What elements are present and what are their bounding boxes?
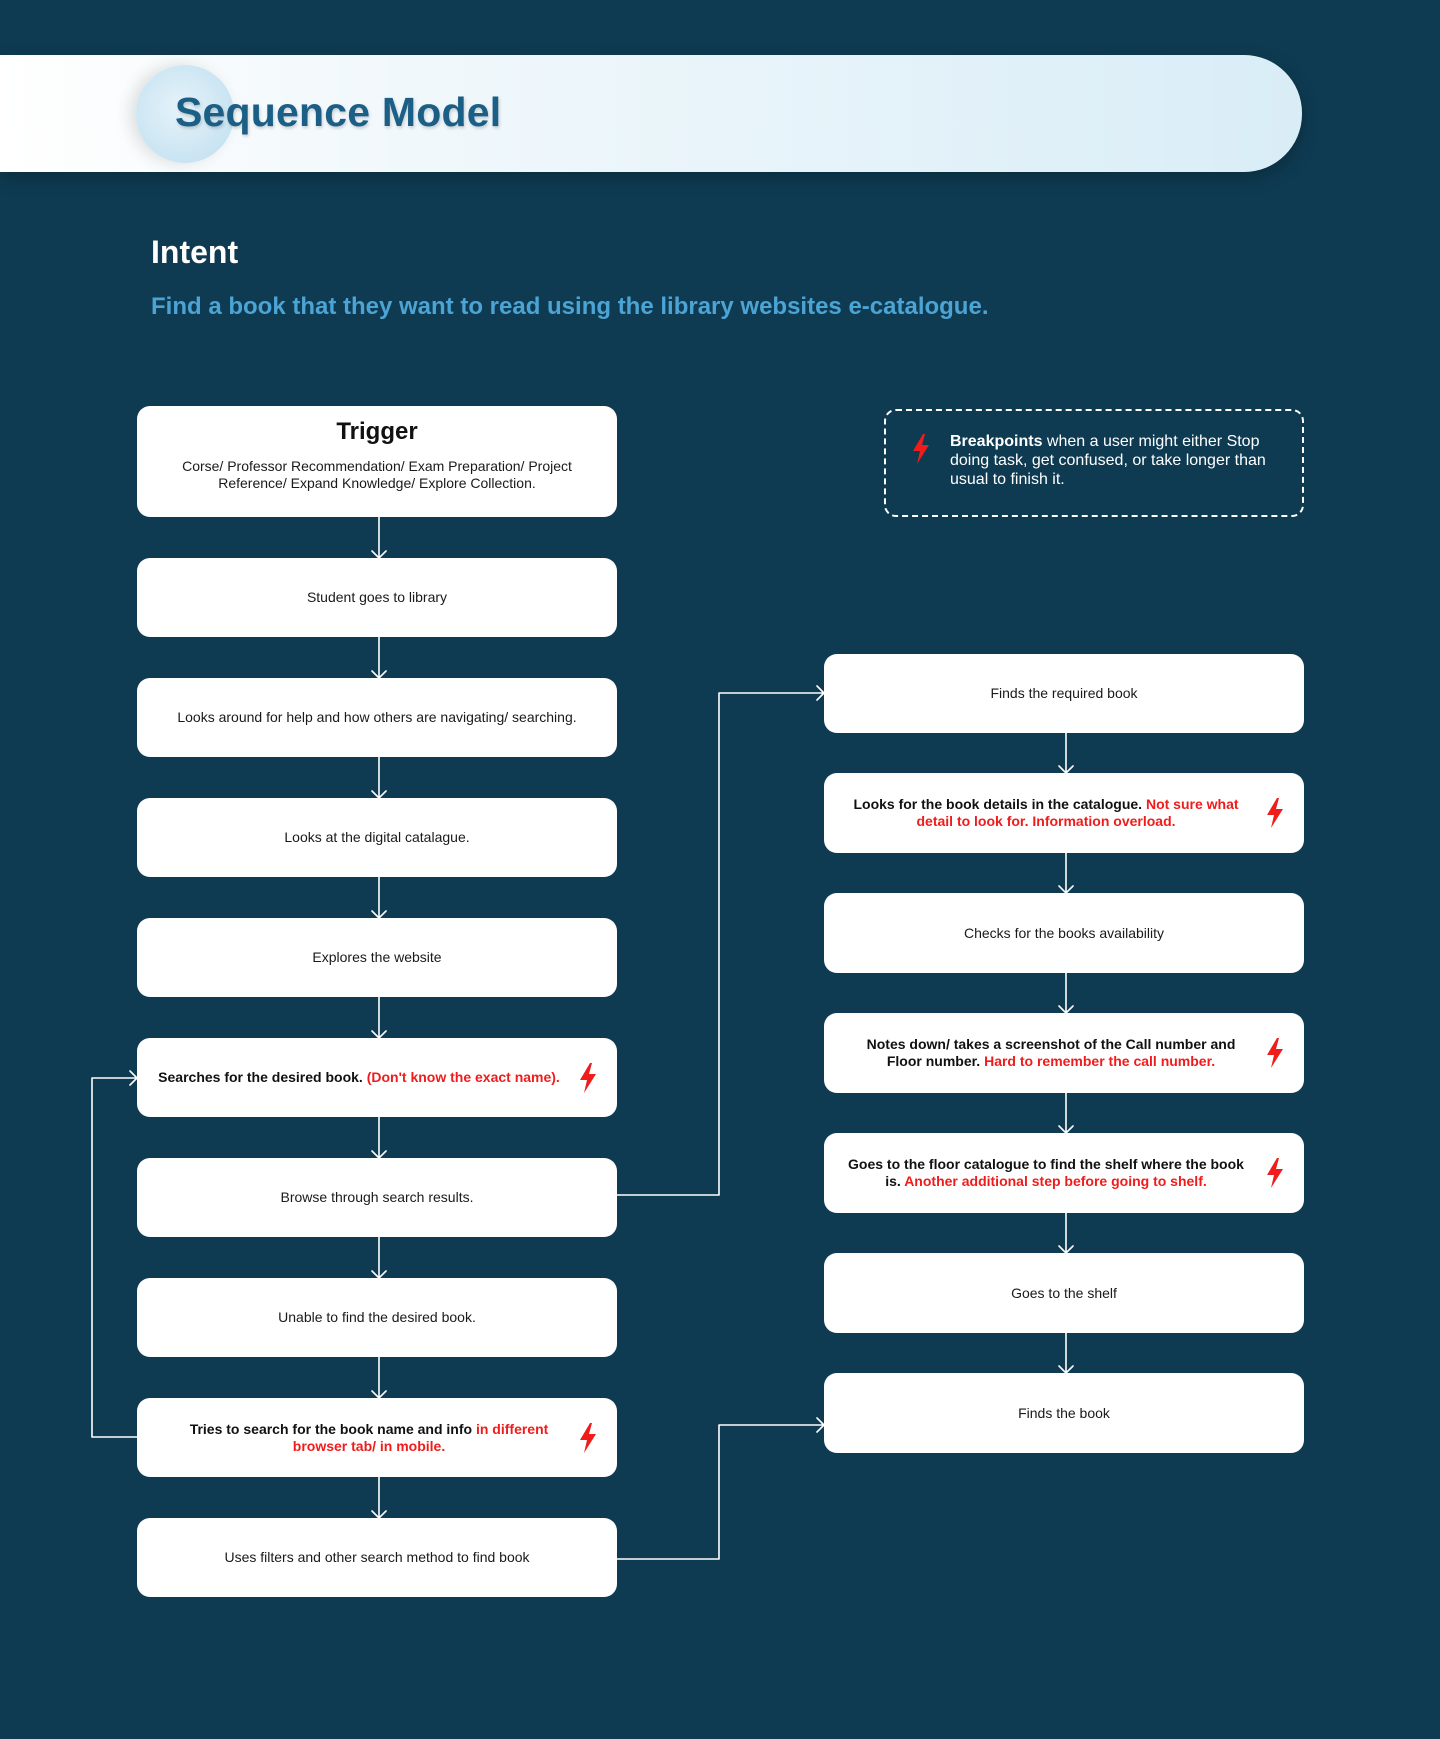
step-checks-availability: Checks for the books availability xyxy=(824,893,1304,973)
arrow-step-14-to-step-15 xyxy=(1058,1212,1074,1254)
step-browse-search-results: Browse through search results. xyxy=(137,1158,617,1237)
legend-title: Breakpoints xyxy=(950,433,1043,450)
lightning-bolt-icon xyxy=(580,1062,596,1093)
arrow-step-4-to-step-5 xyxy=(371,996,387,1039)
legend-description: when a user might either Stop doing task… xyxy=(950,433,1266,488)
step-breakpoint-text: in different browser tab/ in mobile. xyxy=(292,1420,549,1454)
arrow-step-8-to-step-9 xyxy=(371,1476,387,1519)
step-label: Finds the required book xyxy=(990,685,1138,701)
banner-circle-decoration xyxy=(136,65,234,163)
step-looks-around-for-help: Looks around for help and how others are… xyxy=(137,678,617,757)
arrow-step-7-to-step-8 xyxy=(371,1356,387,1399)
step-breakpoint-text: (Don't know the exact name). xyxy=(366,1069,560,1085)
step-unable-to-find-book: Unable to find the desired book. xyxy=(137,1278,617,1357)
intent-heading: Intent xyxy=(151,234,239,270)
step-bold-text: Notes down/ takes a screenshot of the Ca… xyxy=(866,1036,1236,1069)
arrow-step-5-to-step-6 xyxy=(371,1116,387,1159)
step-label: Unable to find the desired book. xyxy=(278,1309,476,1325)
arrow-step-6-to-step-7 xyxy=(371,1236,387,1279)
step-label: Goes to the shelf xyxy=(1011,1284,1117,1301)
step-uses-filters: Uses filters and other search method to … xyxy=(137,1518,617,1597)
arrow-step-3-to-step-4 xyxy=(371,876,387,919)
branch-arrow-step-6-to-step-10 xyxy=(616,685,825,1196)
arrow-step-12-to-step-13 xyxy=(1058,972,1074,1014)
arrow-step-10-to-step-11 xyxy=(1058,732,1074,774)
step-label: Student goes to library xyxy=(306,589,448,605)
step-goes-to-floor-catalogue: Goes to the floor catalogue to find the … xyxy=(824,1133,1304,1213)
breakpoints-legend: Breakpoints when a user might either Sto… xyxy=(884,409,1304,517)
lightning-bolt-icon xyxy=(1267,1038,1283,1068)
step-finds-the-book: Finds the book xyxy=(824,1373,1304,1453)
step-breakpoint-text: Another additional step before going to … xyxy=(904,1173,1207,1189)
step-label: Explores the website xyxy=(312,949,442,965)
step-finds-required-book: Finds the required book xyxy=(824,654,1304,733)
legend-text: Breakpoints when a user might either Sto… xyxy=(950,432,1290,489)
step-goes-to-shelf: Goes to the shelf xyxy=(824,1253,1304,1333)
step-label: Checks for the books availability xyxy=(964,924,1164,941)
trigger-description: Corse/ Professor Recommendation/ Exam Pr… xyxy=(182,458,572,491)
step-student-goes-to-library: Student goes to library xyxy=(137,558,617,637)
header-banner: Sequence Model xyxy=(0,55,1302,172)
step-breakpoint-text: Not sure what detail to look for. Inform… xyxy=(916,796,1239,829)
step-tries-different-tab: Tries to search for the book name and in… xyxy=(137,1398,617,1477)
arrow-step-15-to-step-16 xyxy=(1058,1332,1074,1374)
step-looks-at-digital-catalogue: Looks at the digital catalague. xyxy=(137,798,617,877)
arrow-step-1-to-step-2 xyxy=(371,636,387,679)
step-label: Tries to search for the book name and in… xyxy=(177,1421,561,1455)
step-looks-for-book-details: Looks for the book details in the catalo… xyxy=(824,773,1304,853)
step-label: Finds the book xyxy=(1018,1404,1110,1421)
lightning-bolt-icon xyxy=(1267,1158,1283,1188)
step-label: Looks for the book details in the catalo… xyxy=(844,796,1248,830)
step-searches-desired-book: Searches for the desired book. (Don't kn… xyxy=(137,1038,617,1117)
step-label: Looks around for help and how others are… xyxy=(177,709,577,725)
arrow-step-13-to-step-14 xyxy=(1058,1092,1074,1134)
step-label: Notes down/ takes a screenshot of the Ca… xyxy=(854,1036,1248,1070)
step-breakpoint-text: Hard to remember the call number. xyxy=(984,1053,1216,1069)
step-explores-website: Explores the website xyxy=(137,918,617,997)
page-title: Sequence Model xyxy=(175,89,502,135)
step-label: Goes to the floor catalogue to find the … xyxy=(844,1156,1248,1190)
lightning-bolt-icon xyxy=(913,434,929,464)
step-bold-text: Looks for the book details in the catalo… xyxy=(853,796,1146,812)
loop-arrow-step-8-to-step-5 xyxy=(91,1070,138,1438)
step-notes-call-number: Notes down/ takes a screenshot of the Ca… xyxy=(824,1013,1304,1093)
step-label: Searches for the desired book. (Don't kn… xyxy=(158,1069,560,1086)
trigger-title: Trigger xyxy=(336,418,418,445)
lightning-bolt-icon xyxy=(580,1422,596,1453)
step-label: Looks at the digital catalague. xyxy=(284,829,470,845)
step-label: Uses filters and other search method to … xyxy=(224,1549,530,1565)
step-bold-text: Tries to search for the book name and in… xyxy=(189,1420,476,1437)
step-bold-text: Goes to the floor catalogue to find the … xyxy=(848,1156,1244,1189)
arrow-step-2-to-step-3 xyxy=(371,756,387,799)
arrow-step-11-to-step-12 xyxy=(1058,852,1074,894)
branch-arrow-step-9-to-step-16 xyxy=(616,1417,825,1560)
step-bold-text: Searches for the desired book. xyxy=(158,1069,367,1085)
trigger-box: Trigger Corse/ Professor Recommendation/… xyxy=(137,406,617,517)
lightning-bolt-icon xyxy=(1267,798,1283,828)
step-label: Browse through search results. xyxy=(280,1189,474,1205)
intent-text: Find a book that they want to read using… xyxy=(151,293,989,320)
arrow-trigger-to-step-1 xyxy=(371,516,387,559)
